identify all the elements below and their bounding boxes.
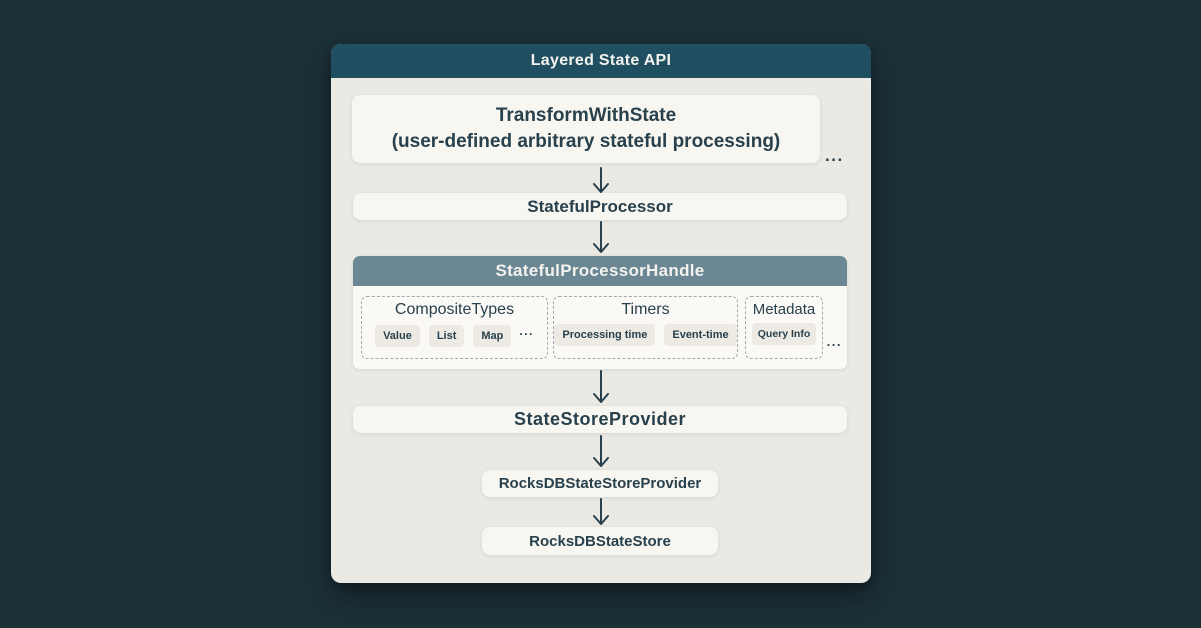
statefulprocessor-label: StatefulProcessor — [527, 196, 673, 216]
chip-event-time: Event-time — [664, 324, 737, 346]
node-rocksdbstatestoreprovider: RocksDBStateStoreProvider — [482, 470, 718, 497]
panel-header: Layered State API — [331, 44, 871, 78]
node-transformwithstate: TransformWithState (user-defined arbitra… — [352, 95, 820, 163]
group-metadata: Metadata Query Info — [745, 296, 823, 359]
statefulprocessorhandle-body: CompositeTypes Value List Map ... Timers… — [353, 286, 847, 369]
transformwithstate-title: TransformWithState — [495, 105, 677, 126]
node-statestoreprovider: StateStoreProvider — [353, 406, 847, 433]
rocksdbstatestoreprovider-label: RocksDBStateStoreProvider — [498, 475, 702, 492]
node-statefulprocessorhandle: StatefulProcessorHandle CompositeTypes V… — [353, 256, 847, 369]
arrow-down-icon — [593, 167, 609, 193]
chip-map: Map — [473, 324, 512, 347]
arrow-down-icon — [593, 370, 609, 403]
chip-processing-time: Processing time — [554, 324, 656, 346]
layered-state-api-panel: Layered State API TransformWithState (us… — [331, 44, 871, 583]
metadata-title: Metadata — [752, 301, 816, 318]
panel-title: Layered State API — [530, 52, 672, 69]
more-metadata-ellipsis: ... — [826, 334, 842, 349]
compositetypes-title: CompositeTypes — [394, 301, 515, 318]
rocksdbstatestore-label: RocksDBStateStore — [529, 532, 671, 550]
more-types-ellipsis: ... — [519, 324, 534, 338]
chip-query-info: Query Info — [751, 323, 817, 345]
transformwithstate-subtitle: (user-defined arbitrary stateful process… — [391, 131, 781, 152]
group-compositetypes: CompositeTypes Value List Map ... — [361, 296, 548, 359]
group-timers: Timers Processing time Event-time — [553, 296, 738, 359]
timers-chips: Processing time Event-time — [554, 324, 737, 346]
arrow-down-icon — [593, 221, 609, 253]
arrow-down-icon — [593, 435, 609, 467]
chip-list: List — [428, 324, 465, 347]
metadata-chips: Query Info — [751, 323, 817, 345]
compositetypes-chips: Value List Map ... — [375, 324, 534, 347]
statestoreprovider-label: StateStoreProvider — [513, 409, 687, 429]
statefulprocessorhandle-label: StatefulProcessorHandle — [495, 261, 705, 280]
timers-title: Timers — [621, 301, 670, 318]
node-rocksdbstatestore: RocksDBStateStore — [482, 527, 718, 555]
node-statefulprocessor: StatefulProcessor — [353, 193, 847, 220]
chip-value: Value — [375, 324, 420, 347]
statefulprocessorhandle-header: StatefulProcessorHandle — [353, 256, 847, 286]
arrow-down-icon — [593, 498, 609, 525]
more-nodes-ellipsis: ... — [825, 146, 844, 165]
